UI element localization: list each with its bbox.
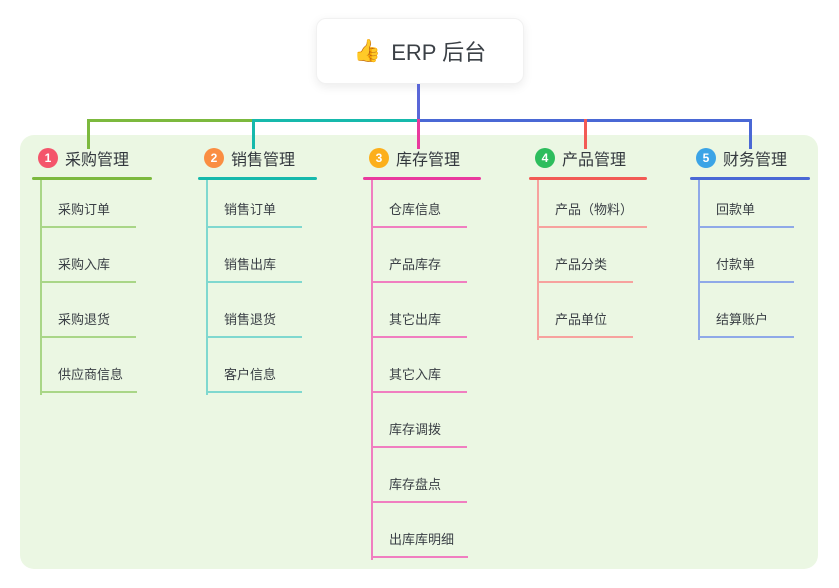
branch-children: 产品（物料） 产品分类 产品单位 <box>537 173 648 338</box>
child-node-label: 销售订单 <box>224 202 277 218</box>
branch-product: 4 产品管理 产品（物料） 产品分类 产品单位 <box>529 146 648 340</box>
branch-underline <box>529 177 647 180</box>
branch-number-badge: 1 <box>38 148 58 168</box>
child-node-purchase-order[interactable]: 采购订单 <box>40 173 136 228</box>
branch-drop-line-1 <box>87 119 90 149</box>
root-node-label: ERP 后台 <box>391 40 487 65</box>
branch-node-label: 财务管理 <box>723 152 788 169</box>
branch-number-badge: 3 <box>369 148 389 168</box>
branch-underline <box>690 177 810 180</box>
branch-sales: 2 销售管理 销售订单 销售出库 销售退货 客户信息 <box>198 146 317 395</box>
child-node-label: 结算账户 <box>716 312 769 328</box>
child-node-label: 回款单 <box>716 202 756 218</box>
child-node-sales-return[interactable]: 销售退货 <box>206 283 302 338</box>
child-node-customer-info[interactable]: 客户信息 <box>206 338 302 393</box>
branch-drop-line-2 <box>252 119 255 149</box>
child-node-label: 产品单位 <box>555 312 608 328</box>
thumbs-up-icon: 👍 <box>353 38 382 63</box>
child-node-label: 销售出库 <box>224 257 277 273</box>
branch-node-product[interactable]: 4 产品管理 <box>529 146 647 170</box>
root-stem-line <box>417 84 420 121</box>
branch-node-label: 采购管理 <box>65 152 130 169</box>
child-node-stock-detail[interactable]: 出库库明细 <box>371 503 469 558</box>
child-node-purchase-return[interactable]: 采购退货 <box>40 283 136 338</box>
branch-node-purchase[interactable]: 1 采购管理 <box>32 146 152 170</box>
child-node-payment-slip[interactable]: 付款单 <box>698 228 794 283</box>
branch-purchase: 1 采购管理 采购订单 采购入库 采购退货 供应商信息 <box>32 146 152 395</box>
child-node-product-unit[interactable]: 产品单位 <box>537 283 633 338</box>
connector-segment-teal <box>253 119 417 122</box>
child-node-supplier-info[interactable]: 供应商信息 <box>40 338 138 393</box>
children-connector-line <box>371 180 373 560</box>
branch-node-label: 库存管理 <box>396 152 461 169</box>
branch-finance: 5 财务管理 回款单 付款单 结算账户 <box>690 146 810 340</box>
child-node-label: 付款单 <box>716 257 756 273</box>
child-node-label: 采购入库 <box>58 257 111 273</box>
children-connector-line <box>698 180 700 340</box>
child-node-sales-outbound[interactable]: 销售出库 <box>206 228 302 283</box>
branch-children: 销售订单 销售出库 销售退货 客户信息 <box>206 173 302 393</box>
branch-drop-line-3 <box>417 119 420 149</box>
child-node-sales-order[interactable]: 销售订单 <box>206 173 302 228</box>
child-node-label: 产品库存 <box>389 257 442 273</box>
child-node-label: 客户信息 <box>224 367 277 383</box>
branch-drop-line-5 <box>749 119 752 149</box>
children-connector-line <box>537 180 539 340</box>
child-node-label: 采购订单 <box>58 202 111 218</box>
child-node-label: 销售退货 <box>224 312 277 328</box>
branch-children: 仓库信息 产品库存 其它出库 其它入库 库存调拨 库存盘点 出库库明细 <box>371 173 469 558</box>
branch-children: 回款单 付款单 结算账户 <box>698 173 794 338</box>
child-node-purchase-inbound[interactable]: 采购入库 <box>40 228 136 283</box>
child-node-product-stock[interactable]: 产品库存 <box>371 228 467 283</box>
branch-number-badge: 2 <box>204 148 224 168</box>
branch-node-sales[interactable]: 2 销售管理 <box>198 146 317 170</box>
child-node-other-outbound[interactable]: 其它出库 <box>371 283 467 338</box>
branch-node-label: 产品管理 <box>562 152 627 169</box>
branch-number-badge: 5 <box>696 148 716 168</box>
child-node-stock-transfer[interactable]: 库存调拨 <box>371 393 467 448</box>
child-node-label: 仓库信息 <box>389 202 442 218</box>
child-node-settlement-account[interactable]: 结算账户 <box>698 283 794 338</box>
child-node-label: 库存盘点 <box>389 477 442 493</box>
branches-panel <box>20 135 818 569</box>
child-node-label: 采购退货 <box>58 312 111 328</box>
branch-underline <box>198 177 317 180</box>
branch-node-finance[interactable]: 5 财务管理 <box>690 146 810 170</box>
branch-underline <box>363 177 481 180</box>
child-node-label: 产品分类 <box>555 257 608 273</box>
branch-node-inventory[interactable]: 3 库存管理 <box>363 146 481 170</box>
branch-number-badge: 4 <box>535 148 555 168</box>
branch-inventory: 3 库存管理 仓库信息 产品库存 其它出库 其它入库 库存调拨 库存盘点 出库库… <box>363 146 481 560</box>
child-node-label: 其它出库 <box>389 312 442 328</box>
child-node-product-category[interactable]: 产品分类 <box>537 228 633 283</box>
child-node-label: 库存调拨 <box>389 422 442 438</box>
child-node-label: 出库库明细 <box>389 532 455 548</box>
children-connector-line <box>40 180 42 395</box>
child-node-product-material[interactable]: 产品（物料） <box>537 173 648 228</box>
branch-underline <box>32 177 152 180</box>
branch-drop-line-4 <box>584 119 587 149</box>
branch-node-label: 销售管理 <box>231 152 296 169</box>
child-node-label: 产品（物料） <box>555 202 634 218</box>
child-node-label: 供应商信息 <box>58 367 124 383</box>
child-node-label: 其它入库 <box>389 367 442 383</box>
connector-segment-green <box>87 119 253 122</box>
child-node-warehouse-info[interactable]: 仓库信息 <box>371 173 467 228</box>
root-node-erp-backend[interactable]: 👍 ERP 后台 <box>316 18 524 84</box>
child-node-other-inbound[interactable]: 其它入库 <box>371 338 467 393</box>
branch-children: 采购订单 采购入库 采购退货 供应商信息 <box>40 173 138 393</box>
child-node-receipt-slip[interactable]: 回款单 <box>698 173 794 228</box>
children-connector-line <box>206 180 208 395</box>
child-node-stock-count[interactable]: 库存盘点 <box>371 448 467 503</box>
